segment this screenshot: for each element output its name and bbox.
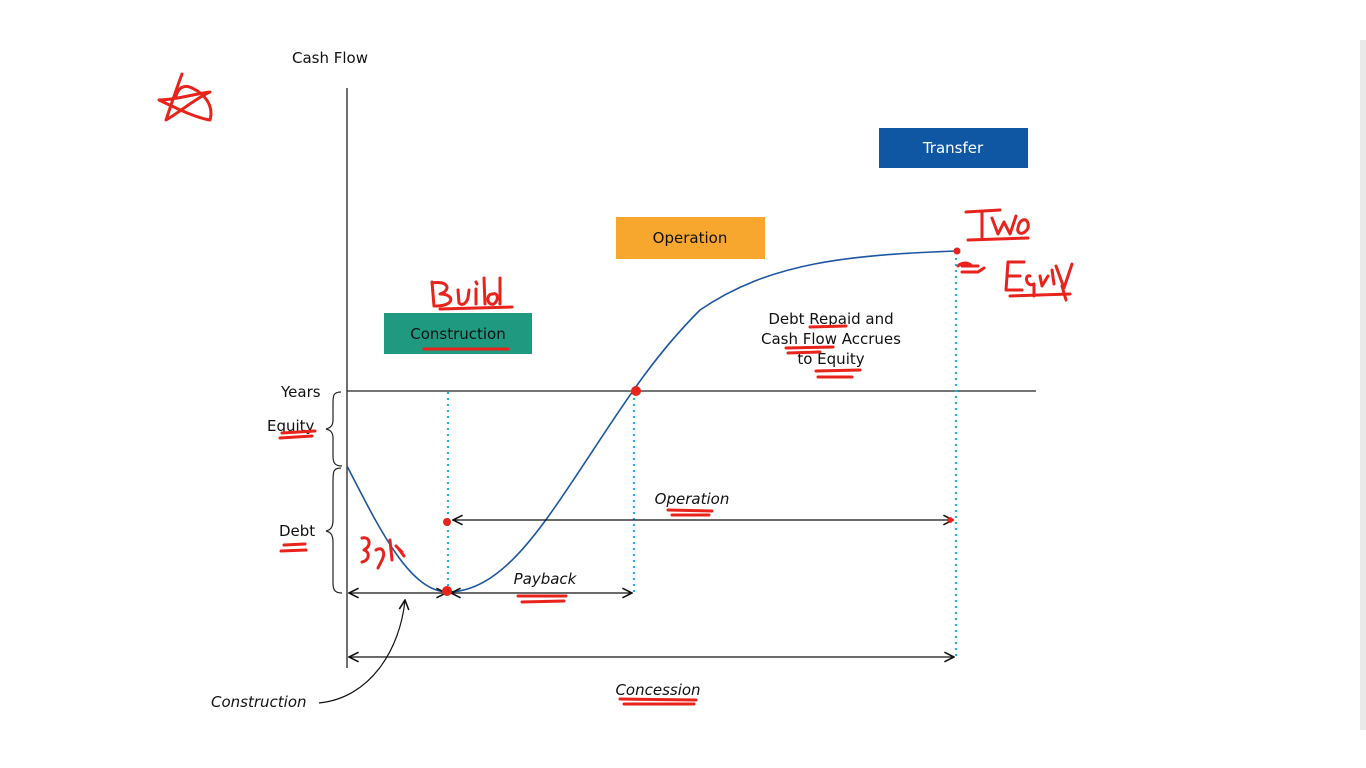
cash-flow-curve bbox=[346, 250, 957, 593]
operation-start-marker bbox=[443, 518, 451, 526]
transfer-box-label: Transfer bbox=[922, 139, 984, 157]
handwritten-annotations bbox=[157, 72, 1074, 706]
concession-span-label: Concession bbox=[615, 681, 700, 699]
equity-scribble bbox=[960, 260, 1074, 302]
years-label: Years bbox=[280, 383, 321, 401]
concession-underline bbox=[618, 697, 698, 706]
operation-span-underline bbox=[666, 508, 714, 517]
transfer-box bbox=[879, 128, 1028, 168]
payback-span-label: Payback bbox=[514, 570, 578, 588]
equity-underline bbox=[278, 429, 317, 440]
equity-brace bbox=[325, 391, 343, 467]
operation-box-label: Operation bbox=[653, 229, 728, 247]
two-scribble bbox=[964, 208, 1030, 242]
debt-label: Debt bbox=[279, 522, 315, 540]
operation-span-label: Operation bbox=[655, 490, 730, 508]
payback-underline bbox=[516, 594, 568, 604]
build-scribble bbox=[430, 276, 514, 311]
low-point-marker bbox=[442, 586, 452, 596]
debt-brace bbox=[325, 467, 343, 594]
construction-callout-label: Construction bbox=[211, 693, 307, 711]
debt-repaid-line-1: Debt Repaid and bbox=[768, 310, 893, 328]
y-axis-label: Cash Flow bbox=[292, 49, 368, 67]
debt-repaid-line-3: to Equity bbox=[797, 350, 864, 368]
operation-box bbox=[616, 217, 765, 259]
debt-underline bbox=[279, 542, 308, 553]
transfer-arrow-scribble bbox=[956, 261, 974, 268]
page-scrollbar[interactable] bbox=[1360, 40, 1366, 730]
operation-end-marker bbox=[947, 517, 953, 523]
star-doodle bbox=[157, 72, 213, 122]
construction-box bbox=[384, 313, 532, 354]
transfer-marker bbox=[953, 247, 961, 255]
construction-box-label: Construction bbox=[410, 325, 506, 343]
debt-repaid-line-2: Cash Flow Accrues bbox=[761, 330, 901, 348]
construction-callout-arrow bbox=[318, 600, 405, 704]
side-scribble bbox=[360, 536, 406, 570]
breakeven-marker bbox=[631, 386, 641, 396]
debt-repaid-underlines bbox=[784, 324, 862, 379]
